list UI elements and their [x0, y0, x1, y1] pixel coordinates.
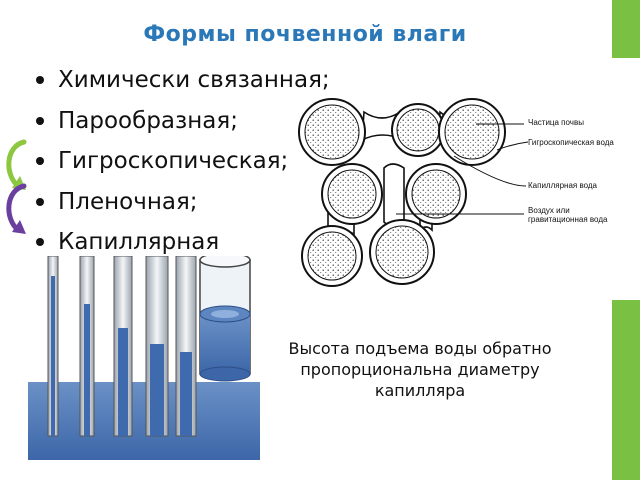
- caption: Высота подъема воды обратно пропорционал…: [288, 339, 552, 400]
- leader-line: [453, 155, 527, 187]
- soil-particles-diagram: [298, 98, 529, 287]
- soil-particle: [369, 219, 435, 285]
- purple-curved-arrow-icon: [6, 183, 27, 234]
- soil-particle: [301, 225, 363, 287]
- bullet-item: Химически связанная;: [36, 66, 330, 94]
- bullet-item: Гигроскопическая;: [36, 147, 330, 175]
- wide-glass-cylinder: [199, 256, 251, 382]
- label-hygroscopic: Гигроскопическая вода: [528, 138, 614, 147]
- soil-particle: [438, 98, 506, 166]
- bullet-item: Парообразная;: [36, 107, 330, 135]
- bullet-list: Химически связанная; Парообразная; Гигро…: [36, 66, 330, 269]
- bullet-dot: [36, 238, 44, 246]
- soil-particle: [321, 163, 383, 225]
- bullet-dot: [36, 197, 44, 206]
- label-capillary: Капиллярная вода: [528, 181, 597, 190]
- capillary-tubes-illustration: [28, 256, 260, 460]
- bullet-item: Капиллярная: [36, 228, 330, 256]
- label-particle: Частица почвы: [528, 118, 584, 127]
- soil-particle: [405, 163, 467, 225]
- label-air: Воздух или гравитационная вода: [528, 206, 608, 224]
- slide-title: Формы почвенной влаги: [143, 22, 467, 47]
- bullet-dot: [36, 76, 44, 84]
- accent-bar-bottom: [612, 300, 640, 480]
- soil-particle: [298, 98, 366, 166]
- air-gap-channel: [383, 163, 405, 227]
- bullet-dot: [36, 116, 44, 125]
- bullet-item: Пленочная;: [36, 188, 330, 216]
- accent-bar-top: [612, 0, 640, 58]
- bullet-dot: [36, 157, 44, 165]
- water-basin: [28, 382, 260, 460]
- leader-line: [496, 141, 529, 151]
- soil-particle: [391, 103, 445, 157]
